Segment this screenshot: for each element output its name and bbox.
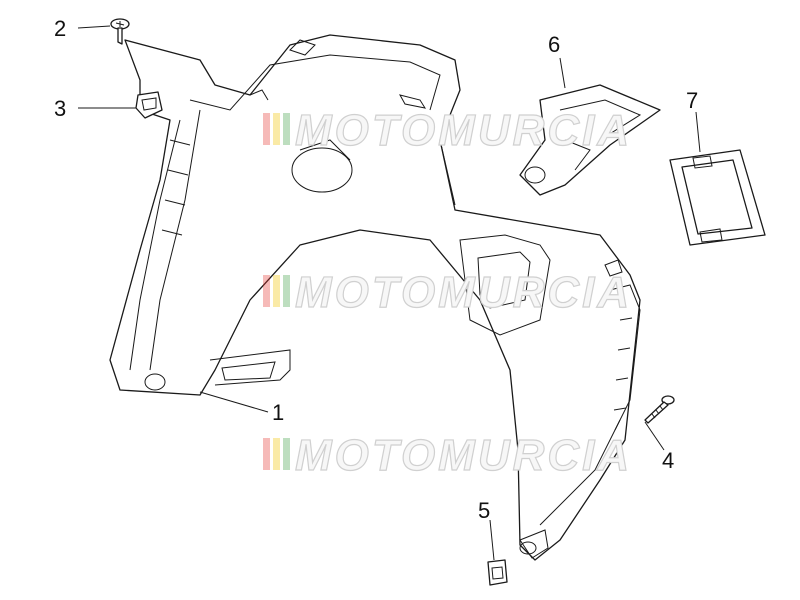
- watermark-bottom: MOTOMURCIA: [263, 430, 632, 481]
- leader-lines: [77, 25, 701, 561]
- leader-1: [199, 391, 269, 413]
- watermark-stripe: [283, 275, 290, 307]
- leader-7: [695, 111, 701, 153]
- watermark-text: MOTOMURCIA: [295, 268, 632, 317]
- part-1-inner-shield: [109, 34, 641, 561]
- callout-7: 7: [686, 88, 698, 113]
- part-3-clip-nut: [135, 91, 163, 119]
- leader-5: [489, 519, 495, 561]
- callout-6: 6: [548, 32, 560, 57]
- watermark-stripe: [283, 438, 290, 470]
- part-4-screw: [644, 395, 675, 424]
- callout-2: 2: [54, 16, 66, 41]
- leader-4: [644, 421, 665, 451]
- watermark-text: MOTOMURCIA: [295, 106, 632, 155]
- watermark-stripe: [263, 275, 270, 307]
- watermark-stripe: [273, 113, 280, 145]
- callout-4: 4: [662, 448, 674, 473]
- leader-2: [77, 25, 111, 29]
- watermark-stripe: [273, 438, 280, 470]
- watermark-stripe: [283, 113, 290, 145]
- part-2-screw: [110, 18, 130, 45]
- leader-6: [559, 57, 566, 89]
- watermark-stripe: [263, 113, 270, 145]
- watermark-top: MOTOMURCIA: [263, 105, 632, 156]
- watermark-stripe: [273, 275, 280, 307]
- part-5-clip: [487, 559, 508, 586]
- part-1-right-section: [459, 234, 641, 559]
- callout-3: 3: [54, 96, 66, 121]
- callout-1: 1: [272, 400, 284, 425]
- callout-5: 5: [478, 498, 490, 523]
- watermark-text: MOTOMURCIA: [295, 431, 632, 480]
- watermark-stripe: [263, 438, 270, 470]
- part-7-rubber-frame: [669, 149, 766, 246]
- watermark-middle: MOTOMURCIA: [263, 267, 632, 318]
- part-6-bracket-cover: [519, 84, 661, 196]
